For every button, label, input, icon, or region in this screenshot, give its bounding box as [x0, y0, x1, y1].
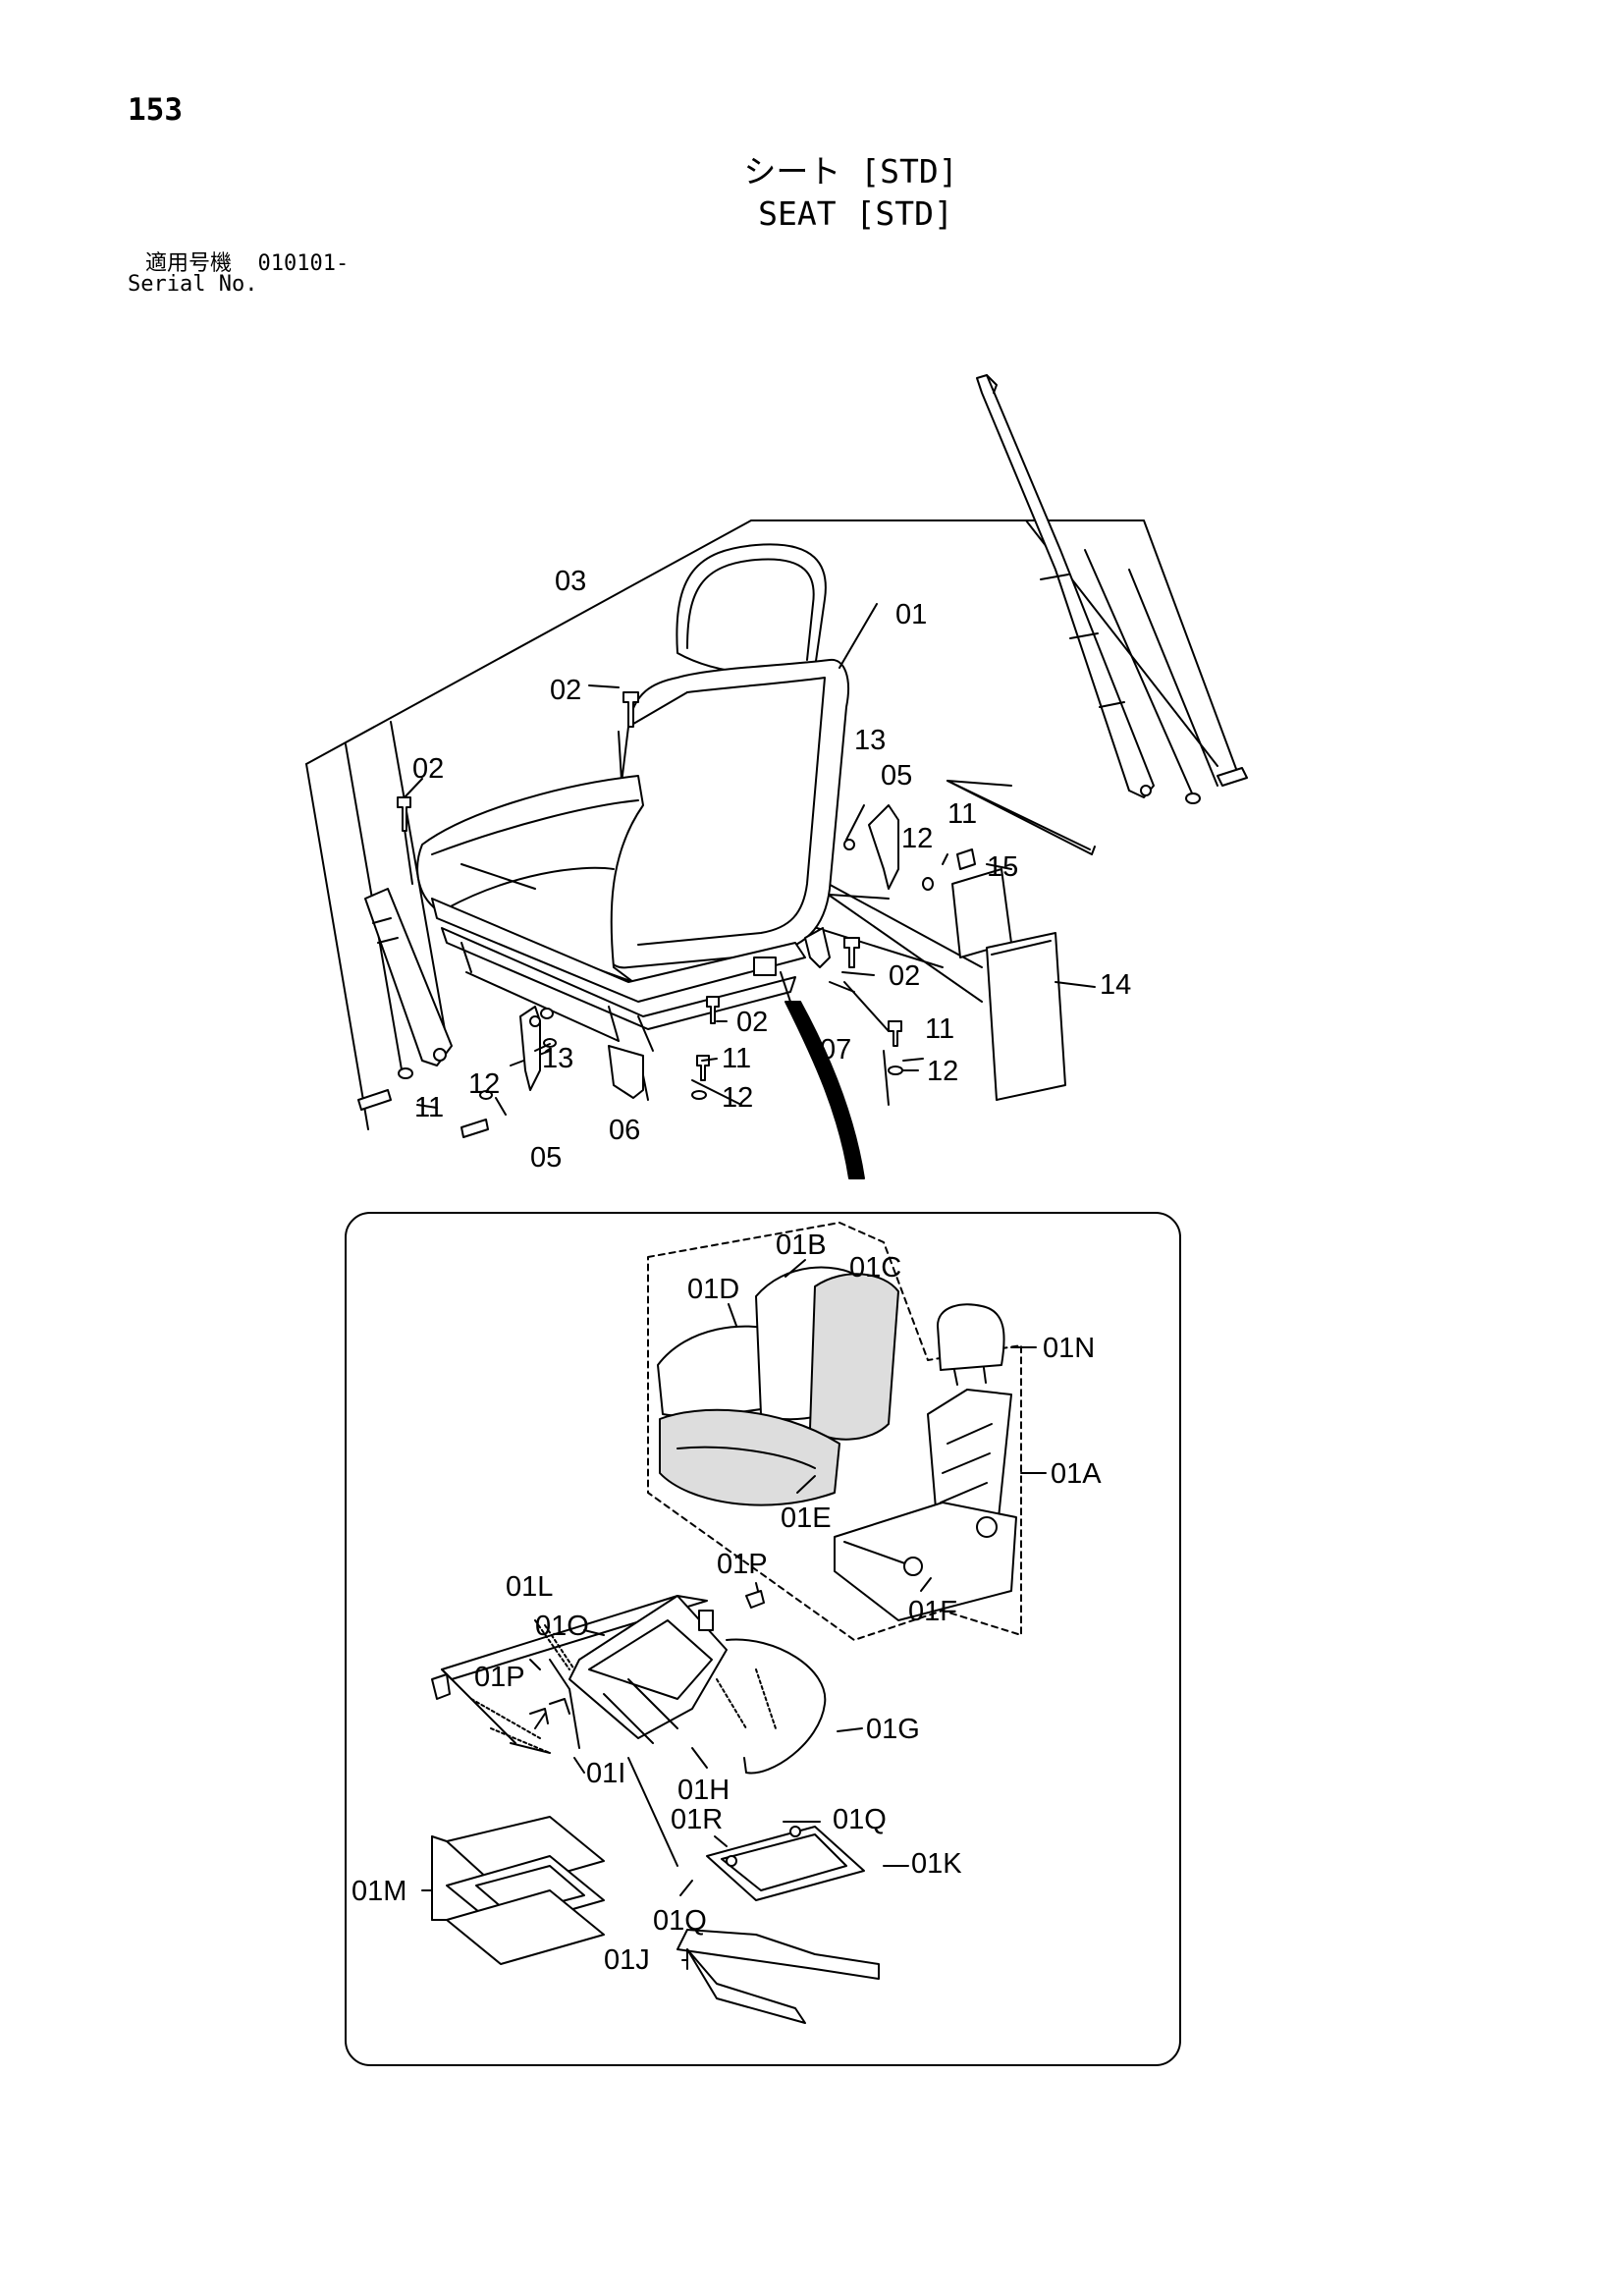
callout-12: 12 — [468, 1068, 500, 1100]
detail-callout-01L: 01L — [506, 1571, 553, 1603]
detail-slide-base — [706, 1826, 865, 1901]
serial-number-value: 010101- — [257, 251, 350, 276]
detail-frame-parts — [834, 1303, 1017, 1621]
callout-02: 02 — [550, 675, 581, 706]
detail-group-outline — [647, 1222, 1022, 1641]
callout-02: 02 — [889, 960, 920, 992]
callout-11: 11 — [722, 1043, 751, 1074]
detail-slide-rails — [676, 1929, 880, 2024]
callout-05: 05 — [881, 760, 912, 792]
callout-02: 02 — [736, 1007, 768, 1038]
detail-callout-01C: 01C — [849, 1252, 901, 1284]
callout-07: 07 — [820, 1034, 851, 1066]
right-seat-belt — [976, 374, 1155, 798]
detail-callout-01F: 01F — [908, 1596, 957, 1627]
hardware — [357, 691, 1248, 1138]
detail-callout-01G: 01G — [866, 1714, 920, 1745]
detail-callout-01Q: 01Q — [833, 1804, 887, 1835]
callout-03: 03 — [555, 566, 586, 597]
detail-callout-01O: 01O — [535, 1611, 589, 1642]
detail-callout-01R: 01R — [671, 1804, 723, 1835]
detail-seat-parts — [657, 1266, 899, 1506]
left-armrest — [364, 888, 453, 1066]
detail-callout-01J: 01J — [604, 1944, 650, 1976]
detail-callout-01E: 01E — [781, 1503, 832, 1534]
detail-callout-01M: 01M — [352, 1876, 406, 1907]
callout-12: 12 — [722, 1082, 753, 1114]
callout-02: 02 — [412, 753, 444, 785]
callout-leaders — [404, 603, 1096, 1116]
cover-plate-14 — [986, 932, 1066, 1101]
serial-number-applicability: 適用号機 010101- — [145, 246, 349, 277]
page-title-japanese: シート [STD] — [743, 152, 958, 191]
callout-12: 12 — [901, 823, 933, 854]
callout-06: 06 — [609, 1115, 640, 1146]
detail-callout-01P: 01P — [474, 1662, 525, 1693]
detail-callout-01N: 01N — [1043, 1333, 1095, 1364]
seat-assembly — [416, 543, 850, 1052]
callout-12: 12 — [927, 1056, 958, 1087]
callout-labels: 03 01 02 02 13 05 11 12 15 02 14 02 11 0… — [412, 566, 1131, 1174]
detail-isolator-pads — [431, 1816, 605, 1965]
detail-callout-01H: 01H — [677, 1775, 730, 1806]
detail-callout-01I: 01I — [586, 1758, 625, 1789]
callout-14: 14 — [1100, 969, 1131, 1001]
detail-callout-01Q: 01Q — [653, 1905, 707, 1937]
serial-label-japanese: 適用号機 — [145, 251, 233, 276]
detail-callout-01D: 01D — [687, 1274, 739, 1305]
callout-05: 05 — [530, 1142, 562, 1174]
detail-callout-01A: 01A — [1051, 1458, 1102, 1490]
detail-suspension-parts — [431, 1590, 827, 1867]
callout-13: 13 — [542, 1043, 573, 1074]
detail-callout-01P: 01P — [717, 1549, 768, 1580]
page-title: SEAT [STD] — [758, 194, 953, 233]
serial-label: Serial No. — [128, 272, 258, 297]
callout-15: 15 — [987, 851, 1018, 883]
callout-01: 01 — [895, 599, 927, 630]
callout-11: 11 — [947, 798, 977, 830]
detail-arrow — [784, 1001, 865, 1179]
detail-frame — [345, 1212, 1181, 2066]
callout-13: 13 — [854, 725, 886, 756]
page-number: 153 — [128, 92, 183, 128]
detail-callout-01B: 01B — [776, 1230, 827, 1261]
callout-11: 11 — [925, 1013, 954, 1045]
callout-11: 11 — [414, 1092, 444, 1123]
detail-callout-leaders — [421, 1259, 1047, 1961]
detail-callout-01K: 01K — [911, 1848, 962, 1880]
detail-callout-labels: 01B 01C 01D 01N 01A 01E 01P 01F 01L 01O … — [352, 1230, 1102, 1976]
